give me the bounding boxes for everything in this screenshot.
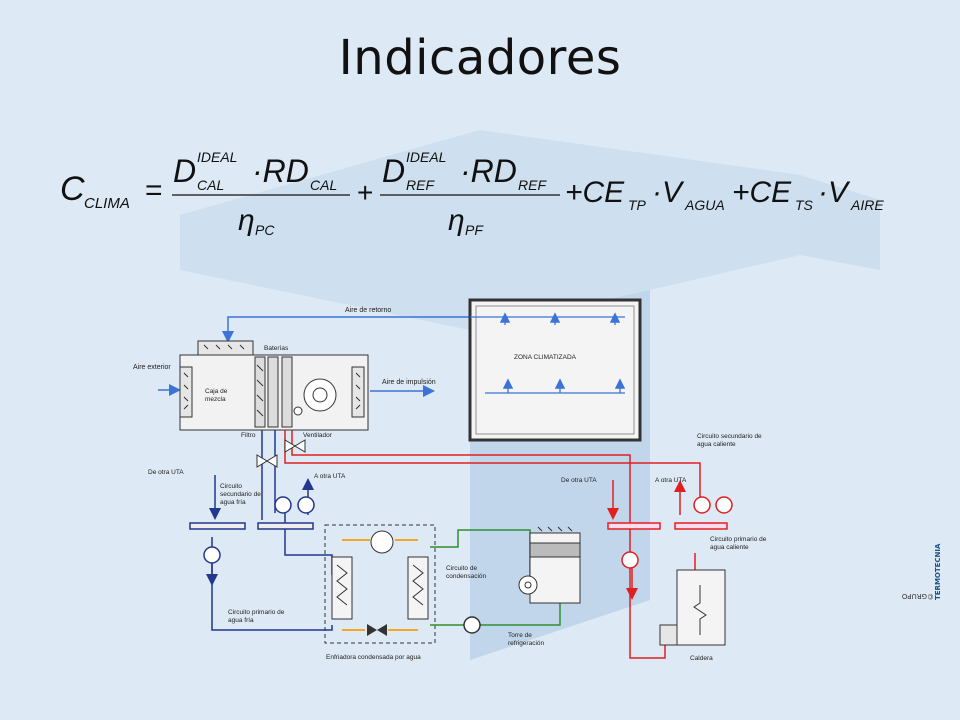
formula-equals: = <box>145 174 163 207</box>
t1-num-d: D <box>173 153 196 189</box>
t2-num-rd-sub: REF <box>518 177 547 193</box>
label-circ-prim-fria-1: Circuito primario de <box>228 609 285 616</box>
t1-num-rd-sub: CAL <box>310 177 337 193</box>
t1-num-rd: ·RD <box>252 153 309 189</box>
t1-den: η <box>238 204 255 237</box>
label-circ-prim-fria-2: agua fría <box>228 617 254 624</box>
cold-water-piping <box>189 430 333 631</box>
credit-brand: TERMOTECNIA <box>934 543 942 600</box>
t1-num-sub: CAL <box>197 177 224 193</box>
formula-lhs: C <box>60 170 85 208</box>
t2-num-sup: IDEAL <box>406 149 446 165</box>
t2-den-sub: PF <box>465 222 484 238</box>
t3-v: ·V <box>652 176 685 209</box>
label-a-otra-uta-right: A otra UTA <box>655 477 687 484</box>
label-aire-retorno: Aire de retorno <box>345 307 391 314</box>
water-cooled-chiller <box>324 524 436 644</box>
t3-v-sub: AGUA <box>684 197 725 213</box>
label-circ-sec-fria-3: agua fría <box>220 499 246 506</box>
hvac-diagram: Aire de retorno ZONA CLIMATIZADA Aire de… <box>133 298 767 662</box>
t2-den: η <box>448 204 465 237</box>
label-circ-sec-fria-2: secundario de <box>220 491 261 498</box>
label-caldera: Caldera <box>690 655 713 662</box>
label-torre-2: refrigeración <box>508 640 545 647</box>
formula-plus-1: + <box>357 177 373 208</box>
control-valves <box>256 439 306 468</box>
label-circ-prim-cal-1: Circuito primario de <box>710 536 767 543</box>
return-air-duct <box>222 316 470 343</box>
label-de-otra-uta-right: De otra UTA <box>561 477 597 484</box>
t2-num-rd: ·RD <box>460 153 517 189</box>
label-circ-prim-cal-2: agua caliente <box>710 544 749 551</box>
label-caja-mezcla-2: mezcla <box>205 396 226 403</box>
label-circ-cond-2: condensación <box>446 573 486 580</box>
label-aire-impulsion: Aire de impulsión <box>382 379 436 386</box>
climatized-zone: ZONA CLIMATIZADA <box>468 298 642 442</box>
air-handling-unit <box>179 340 369 431</box>
label-caja-mezcla-1: Caja de <box>205 388 228 395</box>
formula-lhs-sub: CLIMA <box>84 195 130 212</box>
t1-den-sub: PC <box>255 222 275 238</box>
label-circ-cond-1: Circuito de <box>446 565 477 572</box>
t3-ce: +CE <box>565 176 625 209</box>
credit-prefix: ©GRUPO <box>901 592 934 600</box>
label-circ-sec-cal-1: Circuito secundario de <box>697 433 762 440</box>
label-filtro: Filtro <box>241 432 256 439</box>
t1-num-sup: IDEAL <box>197 149 237 165</box>
t4-ce: +CE <box>732 176 792 209</box>
label-torre-1: Torre de <box>508 632 532 639</box>
label-enfriadora: Enfriadora condensada por agua <box>326 654 421 661</box>
label-zona: ZONA CLIMATIZADA <box>514 354 577 361</box>
formula: C CLIMA = D IDEAL CAL ·RD CAL η PC + D I… <box>60 149 884 238</box>
boiler <box>659 569 726 646</box>
label-a-otra-uta-left: A otra UTA <box>314 473 346 480</box>
hot-water-piping <box>284 430 733 659</box>
label-aire-exterior: Aire exterior <box>133 364 171 371</box>
label-baterias: Baterías <box>264 345 289 352</box>
t4-v-sub: AIRE <box>850 197 884 213</box>
t3-sub: TP <box>628 197 647 213</box>
cooling-tower <box>518 526 581 604</box>
label-de-otra-uta-left: De otra UTA <box>148 469 184 476</box>
label-circ-sec-fria-1: Circuito <box>220 483 242 490</box>
slide-title: Indicadores <box>338 30 622 86</box>
label-ventilador: Ventilador <box>303 432 333 439</box>
t2-num-sub: REF <box>406 177 435 193</box>
t2-num-d: D <box>382 153 405 189</box>
label-circ-sec-cal-2: agua caliente <box>697 441 736 448</box>
t4-sub: TS <box>795 197 814 213</box>
t4-v: ·V <box>818 176 851 209</box>
